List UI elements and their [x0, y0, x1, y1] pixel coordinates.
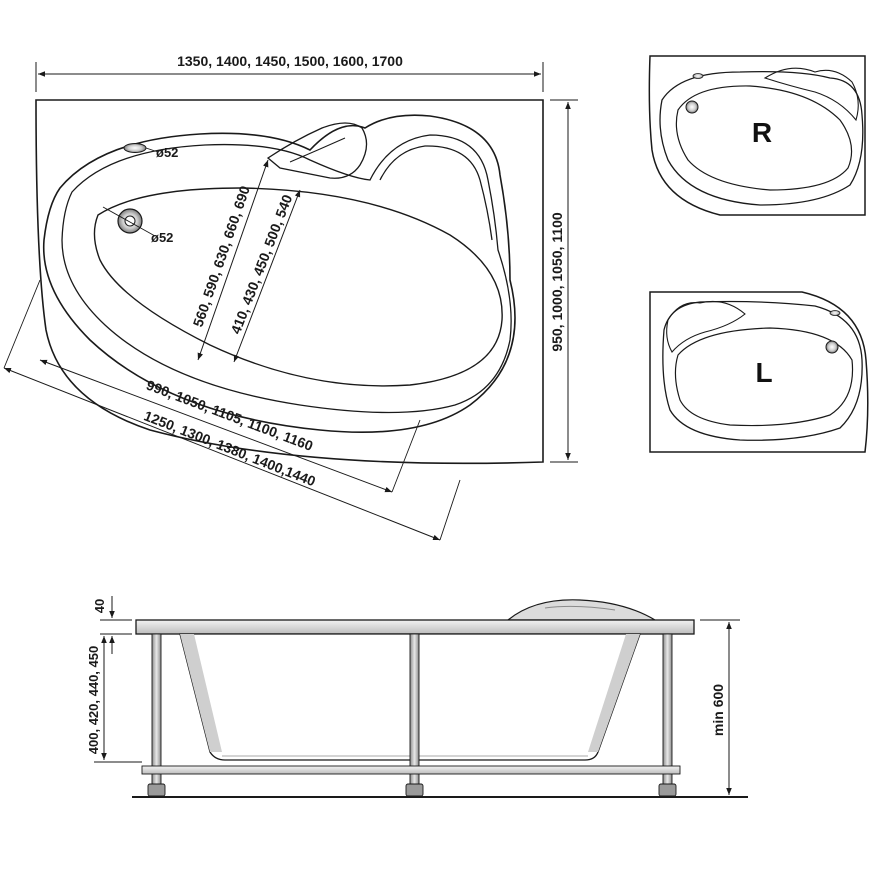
- side-tub-shadow-left: [180, 634, 222, 752]
- left-variant-basin: [674, 327, 854, 427]
- inner-length-dimension: 990, 1050, 1105, 1100, 1160: [39, 359, 421, 493]
- headrest: [266, 122, 368, 179]
- foot-3: [658, 783, 677, 797]
- side-headrest-ridge: [544, 605, 616, 611]
- tub-frame-outline: [35, 99, 544, 465]
- side-view: 40 400, 420, 440, 450 min 600: [86, 596, 748, 798]
- side-tub-shadow-right: [588, 634, 640, 752]
- overflow-hole: ø52: [123, 143, 178, 160]
- right-variant-label: R: [752, 117, 772, 148]
- min-height-label: min 600: [710, 684, 726, 736]
- side-headrest: [506, 599, 658, 621]
- tub-height-dimension: 400, 420, 440, 450: [86, 636, 142, 763]
- frame-crossbar: [141, 765, 681, 775]
- rim-thickness-dimension: 40: [92, 596, 132, 654]
- right-variant: R: [648, 55, 866, 216]
- tub-rim-outer: [42, 114, 516, 434]
- left-variant: L: [649, 291, 869, 453]
- left-variant-label: L: [755, 357, 772, 388]
- right-variant-rim: [659, 70, 864, 206]
- overflow-diameter-label: ø52: [156, 145, 178, 160]
- leg-1: [151, 633, 162, 785]
- side-rim: [135, 619, 695, 635]
- width-label: 1350, 1400, 1450, 1500, 1600, 1700: [177, 53, 403, 69]
- min-height-dimension: min 600: [700, 619, 740, 795]
- drain-diameter-label: ø52: [151, 230, 173, 245]
- tub-rim-inner: [61, 134, 512, 414]
- right-variant-basin: [675, 85, 853, 191]
- drain-hole: ø52: [102, 206, 173, 245]
- foot-1: [147, 783, 166, 797]
- left-variant-overflow: [829, 310, 841, 316]
- inner-basin: [93, 187, 503, 387]
- width-dimension: 1350, 1400, 1450, 1500, 1600, 1700: [35, 53, 544, 92]
- corner-seat: [379, 145, 493, 241]
- left-variant-drain: [825, 340, 839, 354]
- depth-label: 950, 1000, 1050, 1100: [549, 212, 565, 352]
- right-variant-seat: [763, 67, 859, 122]
- right-variant-frame: [648, 55, 866, 216]
- top-view: ø52 ø52 1350, 1400, 1450, 1500, 1600, 17…: [3, 53, 578, 541]
- left-variant-rim: [662, 300, 863, 441]
- right-variant-drain: [685, 100, 699, 114]
- right-variant-overflow: [692, 73, 704, 79]
- leg-3: [662, 633, 673, 785]
- headrest-ridge: [289, 137, 346, 163]
- depth-dimension: 950, 1000, 1050, 1100: [549, 99, 578, 463]
- tub-height-label: 400, 420, 440, 450: [86, 646, 101, 754]
- foot-2: [405, 783, 424, 797]
- left-variant-seat: [666, 300, 746, 353]
- left-variant-frame: [649, 291, 869, 453]
- leg-2: [409, 633, 420, 785]
- rim-thickness-label: 40: [92, 599, 107, 613]
